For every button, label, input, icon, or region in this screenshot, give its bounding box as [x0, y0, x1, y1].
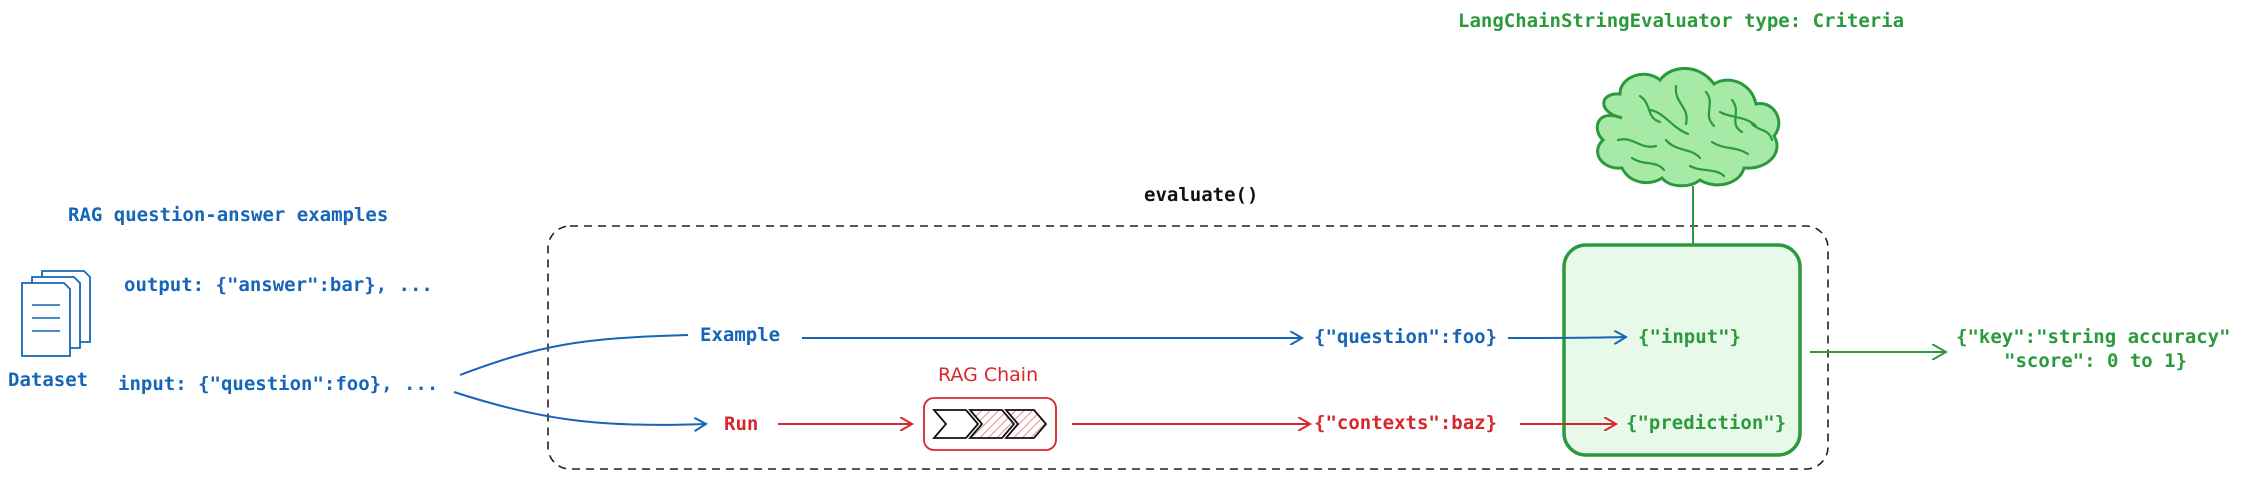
- arrow-question-to-input: [1507, 337, 1626, 338]
- brain-icon: [1595, 67, 1781, 188]
- dataset-title: RAG question-answer examples: [68, 204, 389, 226]
- document-stack-icon: [21, 270, 91, 357]
- evaluate-label: evaluate(): [1144, 184, 1259, 206]
- dataset-output-text: output: {"answer":bar}, ...: [124, 274, 433, 296]
- arrow-dataset-to-run: [453, 391, 706, 425]
- dataset-label: Dataset: [8, 369, 89, 391]
- pipeline-chevrons-icon: [932, 409, 1048, 439]
- result-line2: "score": 0 to 1}: [2004, 350, 2188, 372]
- run-label: Run: [724, 413, 759, 435]
- prediction-label: {"prediction"}: [1626, 412, 1787, 434]
- arrow-dataset-to-example: [459, 334, 689, 376]
- evaluator-title: LangChainStringEvaluator type: Criteria: [1458, 10, 1905, 32]
- question-label: {"question":foo}: [1314, 326, 1498, 348]
- evaluator-box: [1562, 243, 1802, 457]
- contexts-label: {"contexts":baz}: [1314, 412, 1498, 434]
- rag-chain-label: RAG Chain: [938, 364, 1039, 386]
- input-label: {"input"}: [1638, 326, 1741, 348]
- example-label: Example: [700, 324, 781, 346]
- dataset-input-text: input: {"question":foo}, ...: [118, 373, 439, 395]
- result-line1: {"key":"string accuracy": [1956, 326, 2231, 348]
